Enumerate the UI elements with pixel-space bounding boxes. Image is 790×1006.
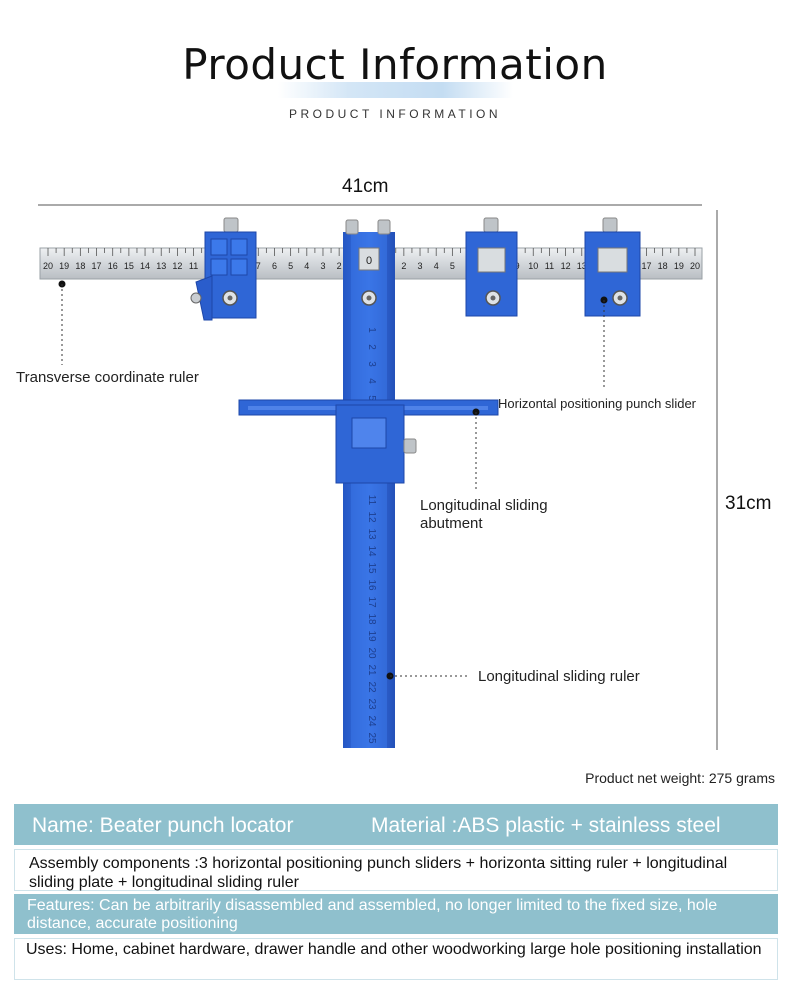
callout-horizontal-slider: Horizontal positioning punch slider: [498, 396, 697, 411]
ruler-number: 18: [75, 261, 85, 271]
ruler-knob: [345, 219, 359, 235]
punch-slider-1: [190, 217, 257, 321]
ruler-number: 3: [418, 261, 423, 271]
ruler-number: 19: [674, 261, 684, 271]
ruler-number: 4: [304, 261, 309, 271]
vertical-ruler-number: 12: [366, 511, 377, 523]
callout-abutment-line2: abutment: [420, 515, 483, 532]
vertical-ruler-number: 15: [366, 562, 377, 574]
ruler-number: 13: [577, 261, 587, 271]
ruler-number: 13: [156, 261, 166, 271]
ruler-number: 7: [256, 261, 261, 271]
ruler-number: 14: [140, 261, 150, 271]
ruler-number: 5: [450, 261, 455, 271]
ruler-knob: [377, 219, 391, 235]
product-diagram: 2019181716151413121110987654321012345678…: [38, 204, 718, 750]
spec-uses: Uses: Home, cabinet hardware, drawer han…: [14, 938, 778, 980]
ruler-number: 3: [320, 261, 325, 271]
spec-name: Name: Beater punch locator: [32, 814, 294, 837]
ruler-number: 20: [690, 261, 700, 271]
vertical-ruler-number: 21: [366, 664, 377, 676]
transverse-ruler-ticks: [47, 248, 696, 256]
vertical-ruler-number: 11: [366, 495, 377, 506]
vertical-ruler-number: 14: [366, 545, 377, 557]
spec-row-name-material: Name: Beater punch locator Material :ABS…: [14, 804, 778, 845]
transverse-ruler-numbers: 2019181716151413121110987654321012345678…: [43, 261, 700, 271]
ruler-number: 6: [272, 261, 277, 271]
callout-transverse-ruler: Transverse coordinate ruler: [16, 369, 199, 386]
spec-material: Material :ABS plastic + stainless steel: [371, 814, 721, 837]
vertical-ruler-number: 19: [366, 630, 377, 642]
vertical-ruler-number: 22: [366, 681, 377, 693]
ruler-number: 17: [92, 261, 102, 271]
vertical-ruler-number: 20: [366, 647, 377, 659]
svg-text:0: 0: [366, 255, 372, 267]
callout-abutment: Longitudinal sliding abutment: [420, 497, 548, 533]
vertical-ruler-number: 23: [366, 698, 377, 710]
page-title: Product Information: [182, 40, 608, 89]
ruler-number: 10: [528, 261, 538, 271]
width-dimension-label: 41cm: [342, 176, 389, 197]
ruler-number: 2: [401, 261, 406, 271]
callout-longitudinal-ruler: Longitudinal sliding ruler: [478, 668, 640, 685]
ruler-number: 16: [108, 261, 118, 271]
page-subtitle: PRODUCT INFORMATION: [288, 107, 502, 121]
ruler-number: 18: [658, 261, 668, 271]
vertical-ruler-number: 4: [366, 378, 377, 384]
height-dimension-label: 31cm: [725, 493, 772, 514]
vertical-ruler-number: 1: [366, 327, 377, 333]
punch-slider-2: [465, 217, 518, 317]
ruler-number: 5: [288, 261, 293, 271]
vertical-ruler-number: 5: [366, 395, 377, 401]
vertical-ruler-number: 18: [366, 613, 377, 625]
ruler-number: 17: [641, 261, 651, 271]
ruler-number: 12: [561, 261, 571, 271]
title-underline-band: [278, 82, 513, 98]
vertical-ruler-number: 17: [366, 596, 377, 608]
ruler-number: 20: [43, 261, 53, 271]
ruler-number: 15: [124, 261, 134, 271]
ruler-number: 12: [172, 261, 182, 271]
vertical-ruler-number: 13: [366, 528, 377, 540]
vertical-ruler-number: 2: [366, 344, 377, 350]
vertical-ruler-number: 3: [366, 361, 377, 367]
spec-assembly: Assembly components :3 horizontal positi…: [14, 849, 778, 891]
punch-slider-3: [584, 217, 641, 317]
ruler-number: 4: [434, 261, 439, 271]
ruler-number: 19: [59, 261, 69, 271]
callout-abutment-line1: Longitudinal sliding: [420, 497, 548, 514]
ruler-number: 11: [545, 261, 554, 271]
product-weight: Product net weight: 275 grams: [585, 770, 775, 786]
vertical-ruler-number: 25: [366, 732, 377, 744]
spec-features: Features: Can be arbitrarily disassemble…: [14, 894, 778, 934]
vertical-ruler-number: 16: [366, 579, 377, 591]
ruler-number: 11: [189, 261, 198, 271]
ruler-number: 2: [337, 261, 342, 271]
abutment-knob: [403, 438, 417, 454]
vertical-ruler-number: 24: [366, 715, 377, 727]
